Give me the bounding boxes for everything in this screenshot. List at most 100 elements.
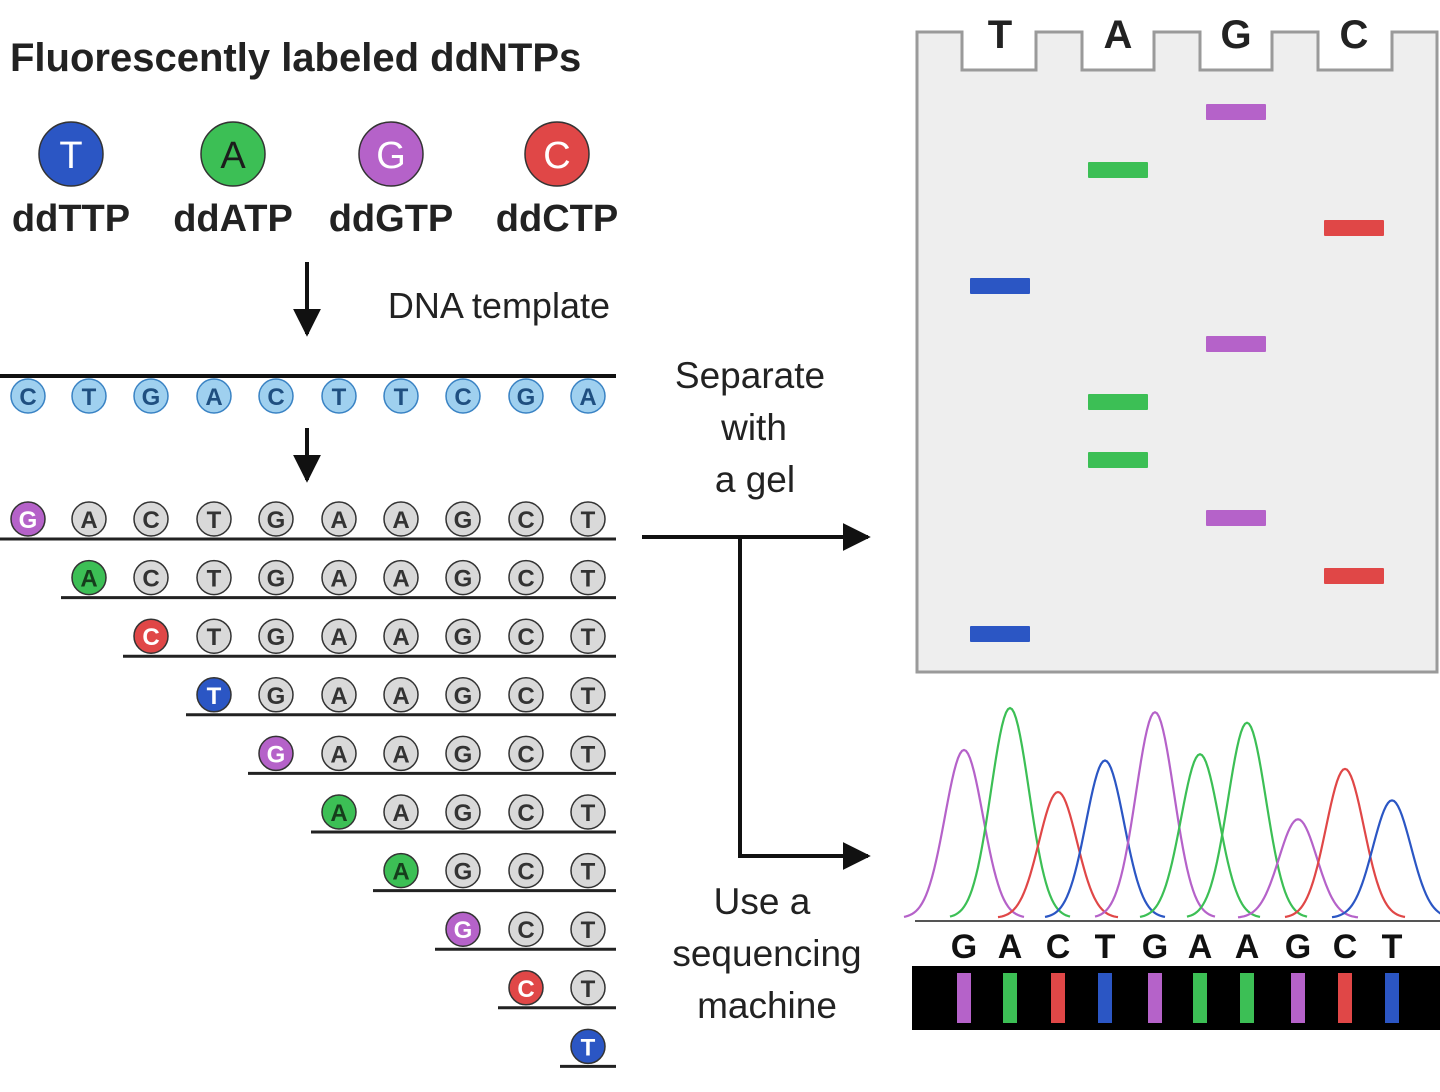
fragment-base-letter: A xyxy=(392,507,409,534)
gel-step-line3: a gel xyxy=(715,459,795,500)
fragment-base xyxy=(570,794,606,830)
fragment-terminal-ddntp xyxy=(71,559,107,596)
fragment-base xyxy=(196,559,232,596)
template-base xyxy=(71,378,107,414)
readout-bar-T xyxy=(1385,973,1399,1023)
template-base-letter: C xyxy=(19,384,36,411)
readout-bar-G xyxy=(1148,973,1162,1023)
fragment-terminal-ddntp xyxy=(10,501,46,537)
gel-band-G xyxy=(1206,510,1266,526)
fragment-terminal-ddntp xyxy=(508,970,544,1006)
gel-step-line1: Separate xyxy=(675,355,825,396)
fragment-terminal-ddntp xyxy=(570,1028,606,1065)
fragment-base-letter: A xyxy=(392,800,409,827)
fragment-base xyxy=(508,618,544,654)
fragment-base-letter: A xyxy=(330,624,347,651)
fragment-base xyxy=(445,559,481,596)
gel-lane-label-G: G xyxy=(1220,13,1251,57)
fragment-base-letter: A xyxy=(392,683,409,710)
fragment-base-letter: A xyxy=(330,683,347,710)
fragment-base xyxy=(383,794,419,830)
chromatogram-peak-G xyxy=(1094,710,1216,918)
fragment-base xyxy=(71,501,107,537)
chromatogram-peak-A xyxy=(1186,721,1308,918)
gel-band-T xyxy=(970,626,1030,642)
fragment-base xyxy=(508,852,544,889)
ddntp-circle-T xyxy=(38,121,104,187)
fragment-base xyxy=(508,677,544,713)
fragment-base xyxy=(508,559,544,596)
fragment-base xyxy=(383,618,419,654)
readout-bar-A xyxy=(1240,973,1254,1023)
fragment-base-letter: T xyxy=(581,800,596,827)
fragment-base xyxy=(508,501,544,537)
fragment-base xyxy=(570,559,606,596)
readout-bar-T xyxy=(1098,973,1112,1023)
fragment-base-letter: T xyxy=(581,1034,596,1061)
fragment-base xyxy=(258,618,294,654)
fragment-base xyxy=(383,735,419,772)
fragment-terminal-ddntp xyxy=(383,852,419,889)
fragment-base-letter: A xyxy=(392,624,409,651)
fragment-base-letter: T xyxy=(581,917,596,944)
fragment-base-letter: G xyxy=(19,507,38,534)
fragment-base-letter: A xyxy=(80,566,97,593)
step-labels: DNA template Separate with a gel Use a s… xyxy=(388,285,862,1026)
readout-letter: T xyxy=(1095,928,1116,966)
readout-letter: A xyxy=(1188,928,1213,966)
gel-band-A xyxy=(1088,394,1148,410)
readout-letter: C xyxy=(1046,928,1071,966)
readout-letter: G xyxy=(1142,928,1168,966)
fragment-base-letter: G xyxy=(267,624,286,651)
fragment-base xyxy=(321,559,357,596)
template-base xyxy=(196,378,232,414)
template-base-letter: G xyxy=(517,384,536,411)
fragment-base xyxy=(508,794,544,830)
page-title: Fluorescently labeled ddNTPs xyxy=(10,36,582,80)
template-base xyxy=(570,378,606,414)
fragment-base xyxy=(570,735,606,772)
fragment-base xyxy=(258,501,294,537)
gel-band-G xyxy=(1206,336,1266,352)
fragment-base-letter: T xyxy=(207,507,222,534)
template-base-letter: T xyxy=(82,384,97,411)
fragment-base-letter: C xyxy=(517,800,534,827)
ddntp-letter-C: C xyxy=(543,135,570,177)
fragment-base xyxy=(445,677,481,713)
fragment-base-letter: T xyxy=(581,859,596,886)
fragment-base xyxy=(196,618,232,654)
fragment-base-letter: G xyxy=(267,683,286,710)
readout-letter: C xyxy=(1333,928,1358,966)
fragment-base-letter: T xyxy=(207,683,222,710)
fragment-base-letter: C xyxy=(517,624,534,651)
chromatogram-peak-G xyxy=(1237,818,1359,919)
fragment-base-letter: C xyxy=(517,976,534,1003)
ddntp-letter-T: T xyxy=(59,135,82,177)
fragment-base-letter: A xyxy=(80,507,97,534)
fragment-base-letter: G xyxy=(454,800,473,827)
fragment-base xyxy=(570,970,606,1006)
fragment-base-letter: C xyxy=(517,859,534,886)
fragment-base xyxy=(383,501,419,537)
fragment-base-letter: G xyxy=(267,507,286,534)
fragment-base-letter: G xyxy=(454,507,473,534)
flow-arrows xyxy=(293,262,871,870)
fragment-terminal-ddntp xyxy=(321,794,357,830)
readout-bar-C xyxy=(1051,973,1065,1023)
fragment-base-letter: A xyxy=(330,566,347,593)
fragment-base xyxy=(445,618,481,654)
fragment-base-letter: C xyxy=(517,917,534,944)
chromatogram-peak-C xyxy=(1284,767,1406,919)
fragment-base-letter: C xyxy=(142,507,159,534)
fragment-base xyxy=(321,501,357,537)
fragment-base xyxy=(445,735,481,772)
fragment-terminal-ddntp xyxy=(196,677,232,713)
fragment-base-letter: T xyxy=(581,683,596,710)
ddntp-name-G: ddGTP xyxy=(329,198,454,240)
fragment-base xyxy=(258,677,294,713)
fragment-base-letter: T xyxy=(581,507,596,534)
